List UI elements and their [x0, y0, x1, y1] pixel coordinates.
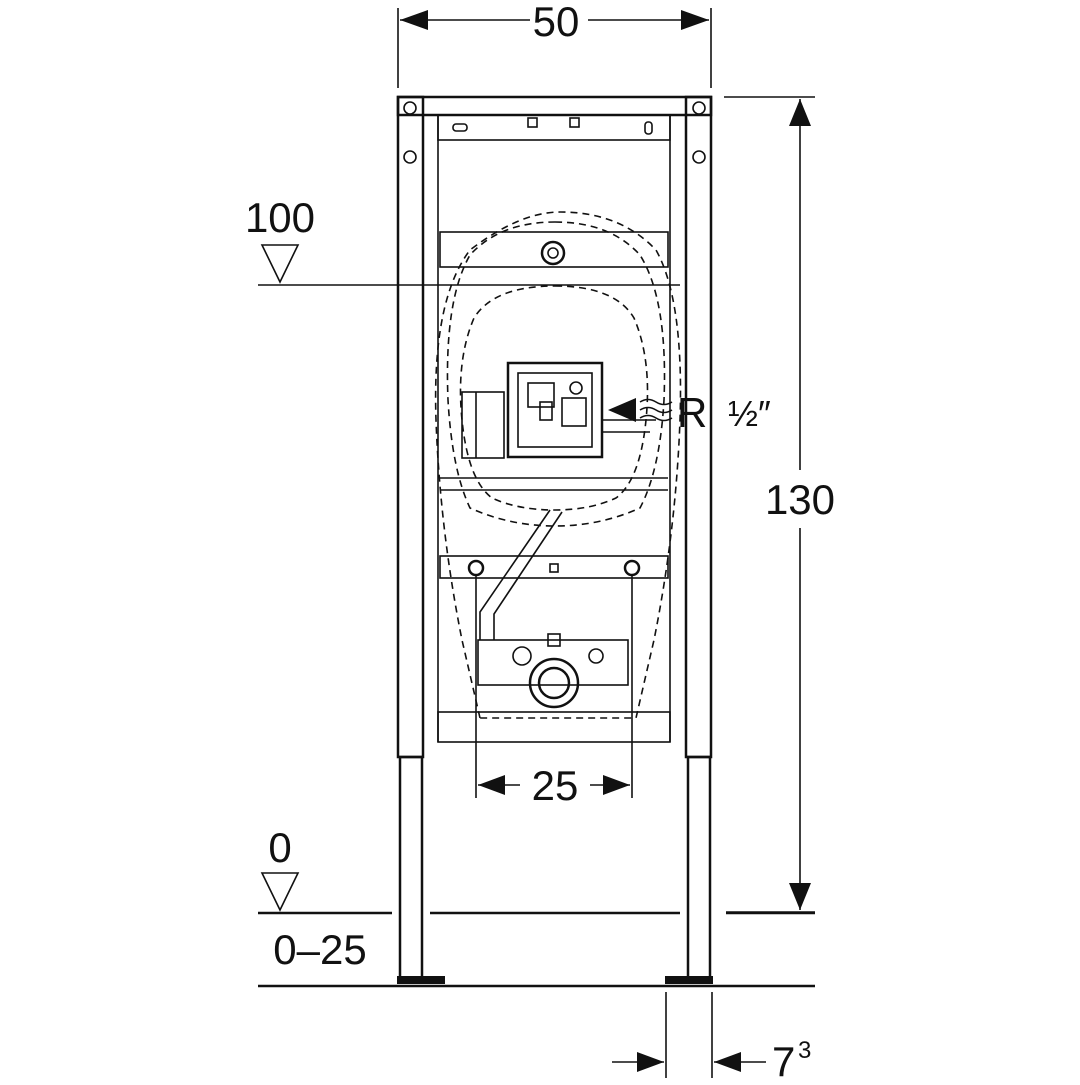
waste-bracket [477, 639, 629, 686]
height-dimension: 130 [724, 96, 835, 913]
control-box-inner [517, 372, 593, 448]
urinal-bowl-outline [459, 285, 649, 511]
left-leg [398, 755, 424, 981]
waste-outlet [528, 657, 580, 709]
bolt-icon [403, 150, 417, 164]
right-foot [665, 976, 713, 984]
flush-control-box [461, 361, 656, 459]
rail-marker [549, 563, 559, 573]
inner-members [439, 231, 669, 709]
bolt-spacing-dimension: 25 [475, 575, 633, 809]
arrow-icon [400, 10, 428, 30]
bolt-icon [692, 101, 706, 115]
left-foot [397, 976, 445, 984]
control-module [527, 382, 555, 408]
mount-fitting-core [547, 247, 559, 259]
upper-mount-plate [439, 231, 669, 268]
level-triangle-icon [260, 872, 300, 912]
bolt-icon [692, 150, 706, 164]
outlet-cap [547, 633, 561, 647]
control-switch [539, 401, 553, 421]
connection-type-label: R [677, 389, 707, 436]
water-wave-icon [639, 414, 673, 422]
arrow-icon [789, 883, 811, 910]
water-wave-icon [639, 398, 673, 406]
tab-icon [569, 117, 580, 128]
arrow-icon [681, 10, 709, 30]
control-box-outer [506, 361, 604, 459]
arrow-icon [789, 99, 811, 126]
arrow-icon [603, 775, 630, 795]
water-connection: R ½″ [608, 389, 771, 436]
slot-icon [644, 121, 653, 135]
drain-pipe-right [493, 511, 563, 640]
arrow-icon [478, 775, 505, 795]
right-leg [686, 755, 712, 981]
depth-dimension: 7 3 [612, 992, 811, 1085]
top-width-label: 50 [533, 0, 580, 45]
tab-icon [527, 117, 538, 128]
top-rail [396, 95, 713, 117]
arrow-icon [714, 1052, 741, 1072]
top-width-dimension: 50 [397, 0, 712, 88]
depth-superscript: 3 [798, 1037, 811, 1064]
connection-size-label: ½″ [728, 393, 771, 434]
arrow-icon [637, 1052, 664, 1072]
bolt-spacing-label: 25 [532, 762, 579, 809]
level-triangle-icon [260, 244, 300, 284]
height-label: 130 [765, 476, 835, 523]
adjust-range-label: 0–25 [273, 926, 366, 973]
level-0-label: 0 [268, 824, 291, 871]
drain-pipe-left [479, 509, 551, 640]
waste-outlet-inner [537, 666, 571, 700]
level-marker-100: 100 [245, 194, 680, 286]
mount-fitting [540, 240, 566, 266]
fixing-bolt-right [623, 559, 641, 577]
bolt-icon [403, 101, 417, 115]
control-valve-body [561, 397, 587, 427]
slot-icon [452, 123, 468, 132]
fixing-bolt-left [467, 559, 485, 577]
left-upright [396, 95, 425, 759]
outlet-fitting [512, 646, 532, 666]
level-marker-floor: 0 0–25 [258, 824, 815, 988]
urinal-inner-outline [446, 221, 666, 527]
power-supply-box [461, 391, 505, 459]
fixing-rail [439, 555, 669, 579]
lower-crossbar [437, 711, 671, 743]
urinal-outline [434, 211, 682, 719]
level-100-label: 100 [245, 194, 315, 241]
outlet-fitting [588, 648, 604, 664]
urinal-outer-outline [434, 211, 682, 719]
upper-crossbar [437, 114, 671, 141]
legs [397, 755, 713, 984]
depth-label: 7 [772, 1038, 795, 1080]
arrow-icon [608, 398, 636, 422]
frame [396, 95, 713, 759]
water-wave-icon [639, 406, 673, 414]
control-valve-icon [569, 381, 583, 395]
